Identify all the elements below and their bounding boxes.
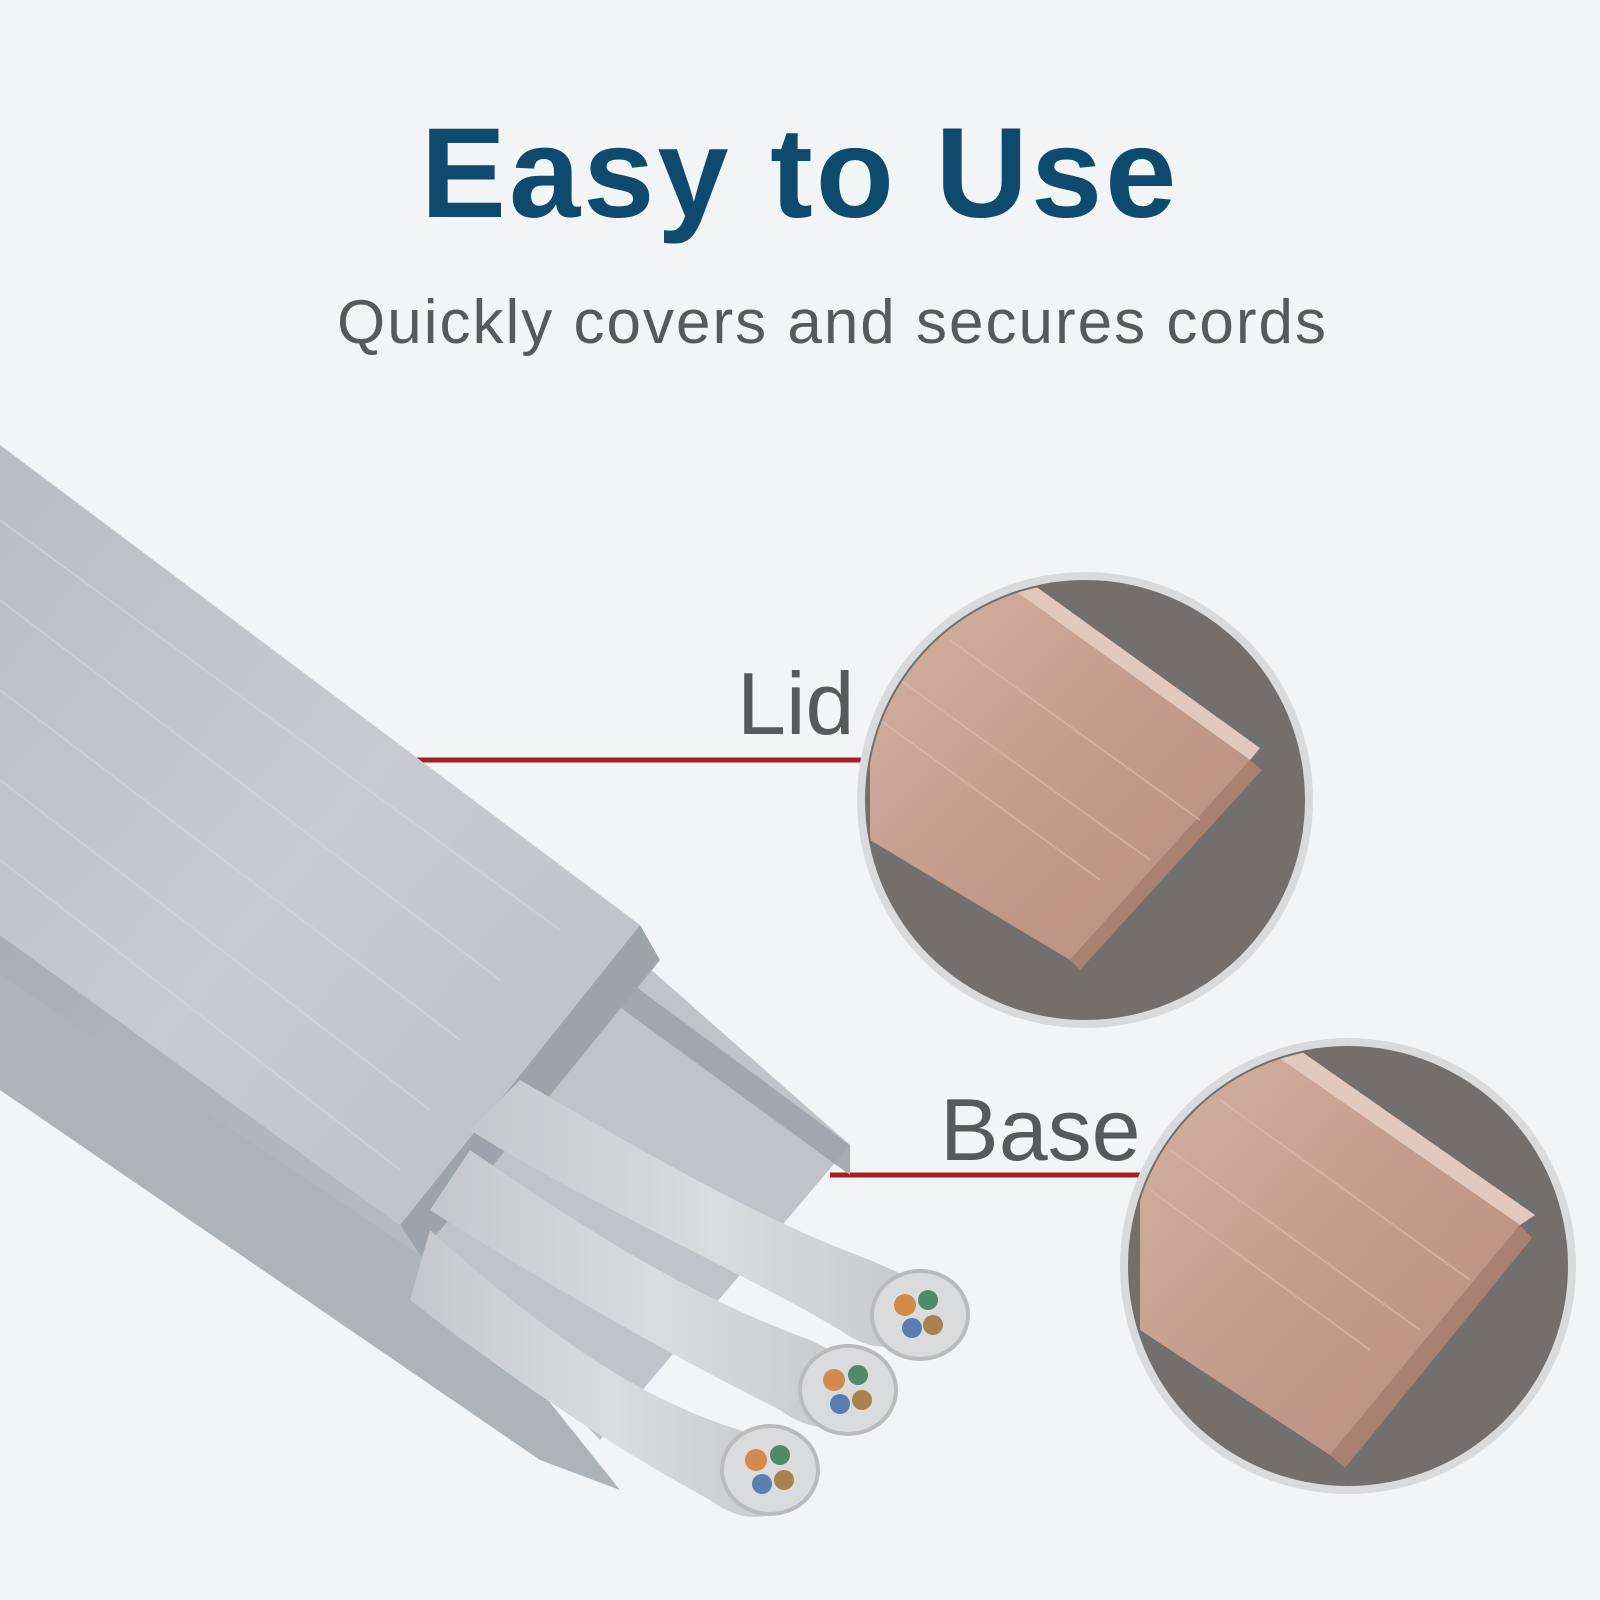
network-cables [410,1080,970,1517]
cable-end-1 [870,1269,970,1361]
lid-label: Lid [737,654,855,753]
base-detail-circle [1120,1038,1576,1494]
page-title: Easy to Use [420,102,1180,245]
cable-raceway [0,445,850,1490]
lid-detail-circle [857,572,1313,1028]
cable-end-2 [798,1344,898,1436]
page-subtitle: Quickly covers and secures cords [337,288,1328,357]
cable-end-3 [720,1424,820,1516]
base-label: Base [940,1080,1141,1179]
